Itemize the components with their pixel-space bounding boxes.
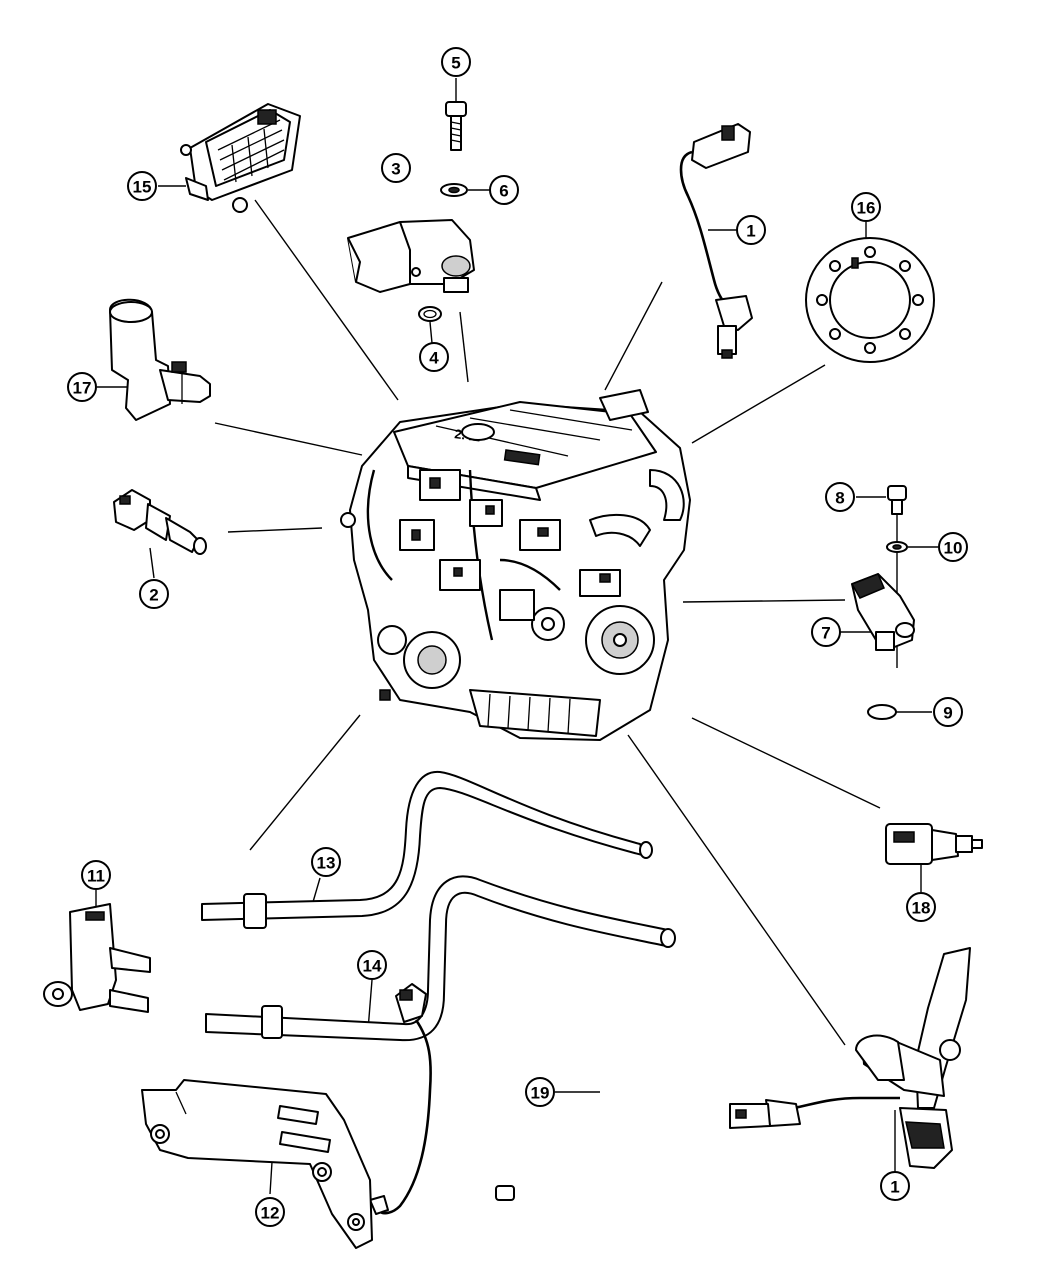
part-17-sensor: [109, 298, 211, 421]
callout-18: 18: [906, 892, 936, 922]
part-10-washer: [886, 541, 908, 553]
part-2-sensor: [113, 489, 207, 555]
callout-12: 12: [255, 1197, 285, 1227]
part-12-bracket: [141, 1079, 373, 1249]
callout-11: 11: [81, 860, 111, 890]
callout-label: 8: [835, 489, 844, 508]
callout-6: 6: [489, 175, 519, 205]
callout-14: 14: [357, 950, 387, 980]
callout-1-bottom: 1: [880, 1171, 910, 1201]
part-19-sensor: [369, 983, 515, 1215]
callout-13: 13: [311, 847, 341, 877]
callout-9: 9: [933, 697, 963, 727]
part-11-sensor: [43, 903, 151, 1013]
callout-label: 15: [133, 178, 152, 197]
callout-19: 19: [525, 1077, 555, 1107]
engine-assembly: 2.4L: [340, 389, 691, 741]
callout-label: 13: [317, 854, 336, 873]
callout-label: 6: [499, 182, 508, 201]
callout-15: 15: [127, 171, 157, 201]
part-5-bolt: [445, 101, 467, 151]
part-18-sensor: [885, 823, 983, 865]
part-16-tone-ring: [805, 237, 935, 363]
callout-5: 5: [441, 47, 471, 77]
callout-7: 7: [811, 617, 841, 647]
part-1-top-sensor: [679, 123, 753, 359]
part-14-hose: [205, 875, 676, 1042]
callout-label: 19: [531, 1084, 550, 1103]
part-13-hose: [201, 770, 653, 929]
callout-label: 7: [821, 624, 830, 643]
callout-label: 18: [912, 899, 931, 918]
part-9-o-ring: [867, 704, 897, 720]
callout-label: 2: [149, 586, 158, 605]
callout-label: 11: [87, 867, 105, 886]
part-8-bolt: [887, 485, 907, 515]
callout-17: 17: [67, 372, 97, 402]
callout-label: 17: [73, 379, 92, 398]
callout-label: 1: [890, 1178, 899, 1197]
callout-3: 3: [381, 153, 411, 183]
callout-label: 16: [857, 199, 876, 218]
callout-4: 4: [419, 342, 449, 372]
callout-16: 16: [851, 192, 881, 222]
part-1-bottom-sensor: [729, 947, 971, 1169]
callout-label: 5: [451, 54, 460, 73]
callout-label: 10: [944, 539, 963, 558]
part-7-sensor: [850, 573, 915, 651]
part-4-o-ring: [418, 306, 442, 322]
callout-label: 3: [391, 160, 400, 179]
part-6-washer: [440, 183, 468, 197]
callout-8: 8: [825, 482, 855, 512]
callout-label: 12: [261, 1204, 280, 1223]
callout-label: 9: [943, 704, 952, 723]
callout-label: 4: [429, 349, 439, 368]
leader-lines: [95, 78, 938, 1195]
part-15-module: [180, 103, 301, 213]
callout-10: 10: [938, 532, 968, 562]
callout-1-top: 1: [736, 215, 766, 245]
callout-label: 14: [363, 957, 382, 976]
callout-2: 2: [139, 579, 169, 609]
callout-label: 1: [746, 222, 755, 241]
part-3-sensor: [347, 219, 475, 293]
